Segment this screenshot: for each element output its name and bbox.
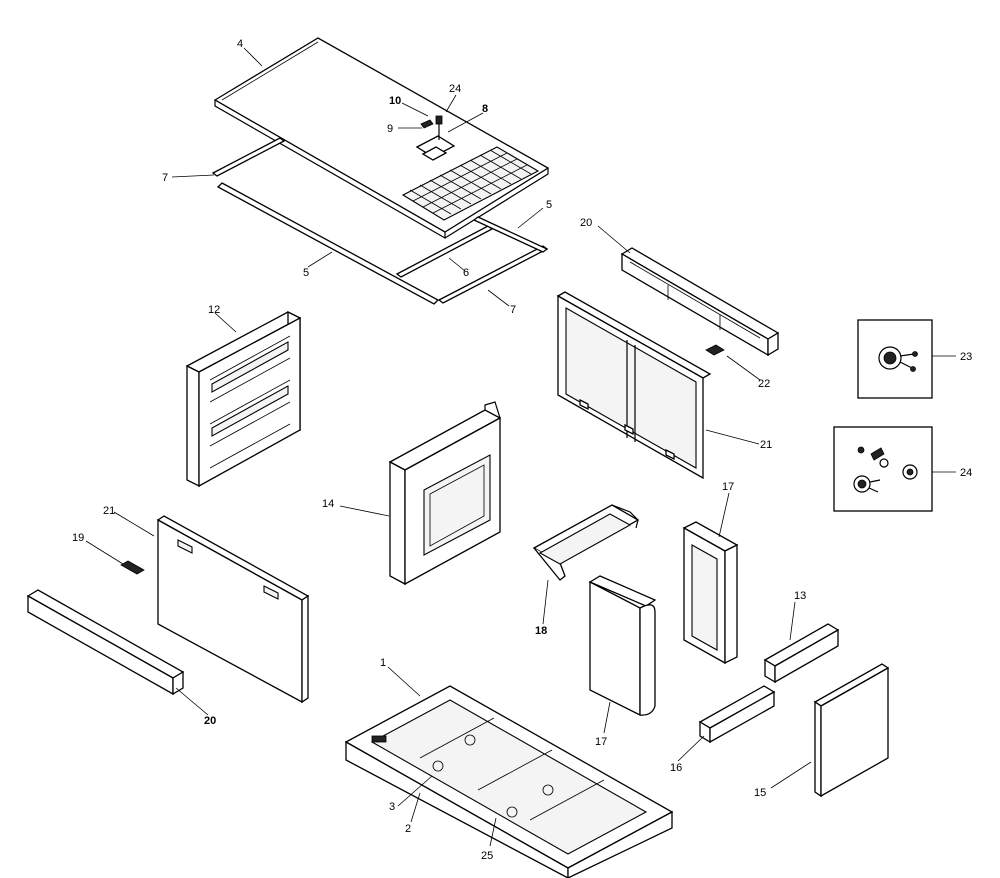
callout-21-bottom: 21: [103, 505, 115, 517]
part-rail-lower: [26, 589, 185, 696]
callout-17-bottom: 17: [595, 736, 607, 748]
callout-22: 22: [758, 378, 770, 390]
callout-4: 4: [237, 38, 243, 50]
part-handle-19: [120, 560, 145, 575]
part-center-panel: [388, 401, 502, 586]
detail-box-23: [857, 319, 933, 399]
part-block-13: [763, 623, 840, 684]
vent-grid: [401, 146, 540, 221]
callout-7-top: 7: [162, 172, 168, 184]
callout-12: 12: [208, 304, 220, 316]
callout-9: 9: [387, 123, 393, 135]
callout-1: 1: [380, 657, 386, 669]
callout-7-bottom: 7: [510, 304, 516, 316]
callout-3: 3: [389, 801, 395, 813]
callout-18: 18: [535, 625, 547, 637]
leader-lines: [85, 47, 956, 847]
callout-6: 6: [463, 267, 469, 279]
part-door-frame: [556, 291, 712, 480]
callout-25: 25: [481, 850, 493, 862]
callout-5-right: 5: [546, 199, 552, 211]
callout-16: 16: [670, 762, 682, 774]
callout-24-box: 24: [960, 467, 972, 479]
callout-14: 14: [322, 498, 334, 510]
part-panel-15: [813, 663, 890, 798]
part-narrow-frame: [682, 521, 739, 665]
detail-box-24: [833, 426, 933, 512]
part-side-frame: [185, 310, 302, 488]
part-tray: [532, 504, 640, 581]
callout-23: 23: [960, 351, 972, 363]
callout-24-top: 24: [449, 83, 461, 95]
callout-19: 19: [72, 532, 84, 544]
callout-17-top: 17: [722, 481, 734, 493]
part-door-panel: [156, 515, 310, 704]
part-rail-upper: [620, 247, 780, 357]
callout-21-top: 21: [760, 439, 772, 451]
part-bracket-16: [698, 685, 776, 744]
callout-labels: 4 24 10 8 9 7 5 5 6 7 20 12 22 23 21 24 …: [72, 38, 972, 862]
callout-2: 2: [405, 823, 411, 835]
part-gaskets: [211, 137, 549, 305]
callout-20-bottom: 20: [204, 715, 216, 727]
part-bracket-22: [705, 344, 725, 356]
part-base-frame: [344, 685, 674, 878]
callout-13: 13: [794, 590, 806, 602]
callout-15: 15: [754, 787, 766, 799]
part-curved-panel: [588, 575, 657, 717]
callout-8: 8: [482, 103, 488, 115]
callout-5-left: 5: [303, 267, 309, 279]
part-lock-small: [420, 115, 443, 140]
part-top-cover: [213, 37, 550, 240]
callout-10: 10: [389, 95, 401, 107]
callout-20-top: 20: [580, 217, 592, 229]
